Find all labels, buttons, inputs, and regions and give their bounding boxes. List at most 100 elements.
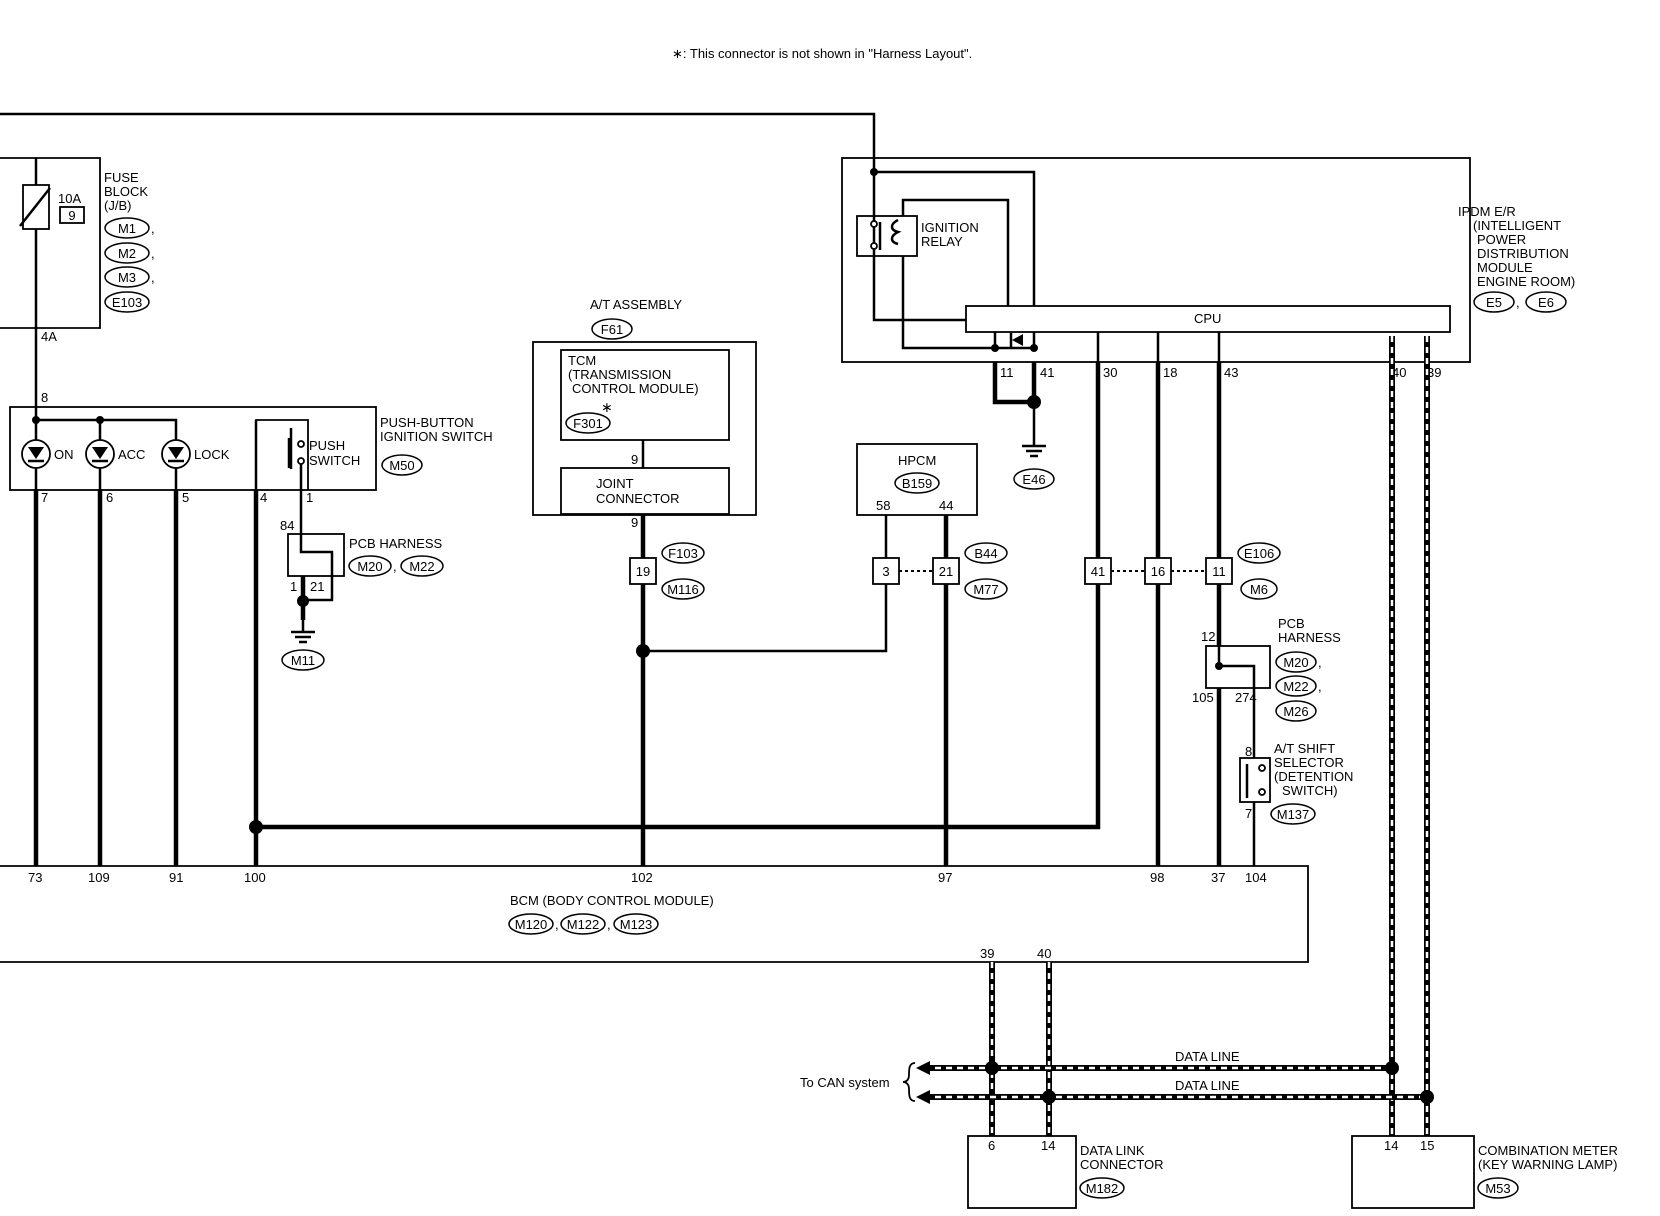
svg-text:,: , [151, 246, 155, 261]
dlc-line-1: DATA LINK [1080, 1143, 1145, 1158]
inline-3 [872, 557, 900, 585]
ipdm-line-5: MODULE [1477, 260, 1533, 275]
bcm-pin-100: 100 [244, 870, 266, 885]
ipdm-pin-18: 18 [1163, 365, 1177, 380]
inline-11 [1205, 557, 1233, 585]
selector-pin-7: 7 [1245, 806, 1252, 821]
joint-line-1: JOINT [596, 476, 634, 491]
inline-41-label: 41 [1091, 564, 1105, 579]
data-line-1: DATA LINE [1175, 1049, 1240, 1064]
dlc-pin-14: 14 [1041, 1138, 1055, 1153]
pcb-left-pin-1: 1 [290, 579, 297, 594]
ground-e46: E46 [1022, 472, 1045, 487]
inline-conn-m6: M6 [1250, 582, 1268, 597]
note-text: ∗: This connector is not shown in "Harne… [672, 46, 972, 61]
pcb-harness-left: 84 1 21 PCB HARNESS M20 , M22 M11 [280, 518, 444, 671]
push-label-1: PUSH [309, 438, 345, 453]
bcm-pin-73: 73 [28, 870, 42, 885]
bcm-pin-37: 37 [1211, 870, 1225, 885]
joint-pin-9: 9 [631, 515, 638, 530]
svg-text:,: , [555, 917, 559, 932]
inline-3-label: 3 [882, 564, 889, 579]
bcm: 73 109 91 100 102 97 98 37 104 BCM (BODY… [0, 865, 1309, 963]
dlc-line-2: CONNECTOR [1080, 1157, 1164, 1172]
inline-21-label: 21 [939, 564, 953, 579]
fuse-terminal: 4A [41, 329, 57, 344]
push-switch-line-2: IGNITION SWITCH [380, 429, 493, 444]
inline-conn-e106: E106 [1244, 546, 1274, 561]
pcb-right-line-1: PCB [1278, 616, 1305, 631]
ipdm-pin-39: 39 [1427, 365, 1441, 380]
svg-text:,: , [1318, 655, 1322, 670]
tcm-line-2: (TRANSMISSION [568, 367, 671, 382]
pin-1: 1 [306, 490, 313, 505]
fuse-block-line-3: (J/B) [104, 198, 131, 213]
bcm-pin-102: 102 [631, 870, 653, 885]
ipdm-line-1: IPDM E/R [1458, 204, 1516, 219]
ipdm-conn-e6: E6 [1538, 295, 1554, 310]
pcb-left-conn-1: M20 [357, 559, 382, 574]
fuse-number: 9 [68, 208, 75, 223]
pin-4: 4 [260, 490, 267, 505]
pin-5: 5 [182, 490, 189, 505]
dlc-pin-6: 6 [988, 1138, 995, 1153]
pin-6: 6 [106, 490, 113, 505]
fuse-block-line-2: BLOCK [104, 184, 148, 199]
tcm-conn: F301 [573, 416, 603, 431]
bcm-label: BCM (BODY CONTROL MODULE) [510, 893, 714, 908]
svg-text:,: , [607, 917, 611, 932]
bcm-conn-1: M120 [515, 917, 548, 932]
ipdm-pin-30: 30 [1103, 365, 1117, 380]
pcb-left-conn-2: M22 [409, 559, 434, 574]
pin-8: 8 [41, 390, 48, 405]
to-can-system: To CAN system [800, 1075, 890, 1090]
meter-conn: M53 [1485, 1181, 1510, 1196]
inline-conn-m77: M77 [973, 582, 998, 597]
fuse-conn-2: M2 [118, 246, 136, 261]
pcb-right-conn-3: M26 [1283, 704, 1308, 719]
pcb-right-pin-12: 12 [1201, 629, 1215, 644]
meter-pin-14: 14 [1384, 1138, 1398, 1153]
tcm-line-3: CONTROL MODULE) [572, 381, 699, 396]
bcm-pin-39: 39 [980, 946, 994, 961]
data-link-connector: 6 14 DATA LINK CONNECTOR M182 [967, 1135, 1164, 1209]
pcb-harness-right: 12 105 274 PCB HARNESS M20 , M22 , M26 [1192, 616, 1341, 866]
inline-conn-f103: F103 [668, 546, 698, 561]
at-shift-selector: 8 7 A/T SHIFT SELECTOR (DETENTION SWITCH… [1239, 741, 1353, 866]
selector-pin-8: 8 [1245, 744, 1252, 759]
ipdm-conn-e5: E5 [1486, 295, 1502, 310]
bcm-pin-97: 97 [938, 870, 952, 885]
hpcm: HPCM B159 58 44 [856, 443, 978, 516]
bcm-pin-104: 104 [1245, 870, 1267, 885]
bcm-conn-2: M122 [567, 917, 600, 932]
meter-line-1: COMBINATION METER [1478, 1143, 1618, 1158]
inline-19-label: 19 [636, 564, 650, 579]
bcm-pin-40: 40 [1037, 946, 1051, 961]
inline-conn-b44: B44 [974, 546, 997, 561]
inline-21 [932, 557, 960, 585]
pcb-left-pin-21: 21 [310, 579, 324, 594]
pcb-left-label: PCB HARNESS [349, 536, 443, 551]
pcb-right-conn-1: M20 [1283, 655, 1308, 670]
ipdm-line-2: (INTELLIGENT [1473, 218, 1561, 233]
data-line-2: DATA LINE [1175, 1078, 1240, 1093]
svg-text:,: , [1318, 679, 1322, 694]
pcb-left-pin-84: 84 [280, 518, 294, 533]
selector-line-2: SELECTOR [1274, 755, 1344, 770]
selector-conn: M137 [1277, 807, 1310, 822]
ipdm-pin-43: 43 [1224, 365, 1238, 380]
svg-text:,: , [151, 221, 155, 236]
ipdm-line-6: ENGINE ROOM) [1477, 274, 1575, 289]
hpcm-label: HPCM [898, 453, 936, 468]
fuse-conn-3: M3 [118, 270, 136, 285]
bcm-conn-3: M123 [620, 917, 653, 932]
ind-on: ON [54, 447, 74, 462]
inline-16-label: 16 [1151, 564, 1165, 579]
cpu-label: CPU [1194, 311, 1221, 326]
pin-7: 7 [41, 490, 48, 505]
inline-11-label: 11 [1212, 564, 1226, 579]
joint-line-2: CONNECTOR [596, 491, 680, 506]
at-assembly-conn: F61 [601, 322, 623, 337]
meter-line-2: (KEY WARNING LAMP) [1478, 1157, 1617, 1172]
